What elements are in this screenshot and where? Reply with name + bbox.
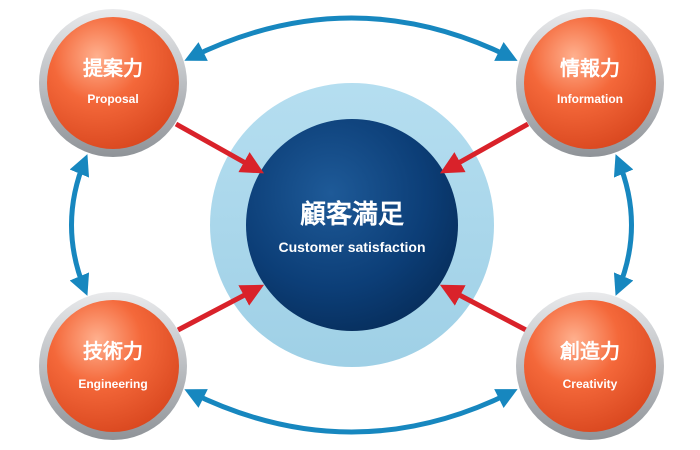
center-circle [246, 119, 458, 331]
node-label-en: Creativity [563, 377, 618, 391]
inward-arrow-proposal [174, 121, 265, 174]
node-label-jp: 情報力 [560, 56, 620, 80]
cycle-arrow-top [184, 15, 518, 61]
node-circle [524, 300, 656, 432]
node-label-en: Proposal [87, 92, 138, 106]
node-label-jp: 創造力 [559, 339, 620, 363]
node-label-en: Information [557, 92, 623, 106]
node-circle [47, 17, 179, 149]
node-proposal: 提案力 Proposal [39, 9, 187, 157]
cycle-arrow-bottom [184, 389, 518, 435]
inward-arrow-creativity [439, 284, 528, 333]
center-title-jp: 顧客満足 [300, 199, 404, 230]
center-title-en: Customer satisfaction [278, 239, 425, 255]
node-label-jp: 技術力 [83, 339, 143, 363]
node-label-jp: 提案力 [83, 56, 143, 80]
inward-arrow-engineering [176, 284, 265, 333]
node-label-en: Engineering [78, 377, 147, 391]
node-creativity: 創造力 Creativity [516, 292, 664, 440]
node-engineering: 技術力 Engineering [39, 292, 187, 440]
cycle-arrow-right [613, 154, 634, 296]
node-circle [524, 17, 656, 149]
node-circle [47, 300, 179, 432]
node-information: 情報力 Information [516, 9, 664, 157]
cycle-arrow-left [69, 154, 90, 296]
inward-arrow-information [439, 121, 530, 174]
